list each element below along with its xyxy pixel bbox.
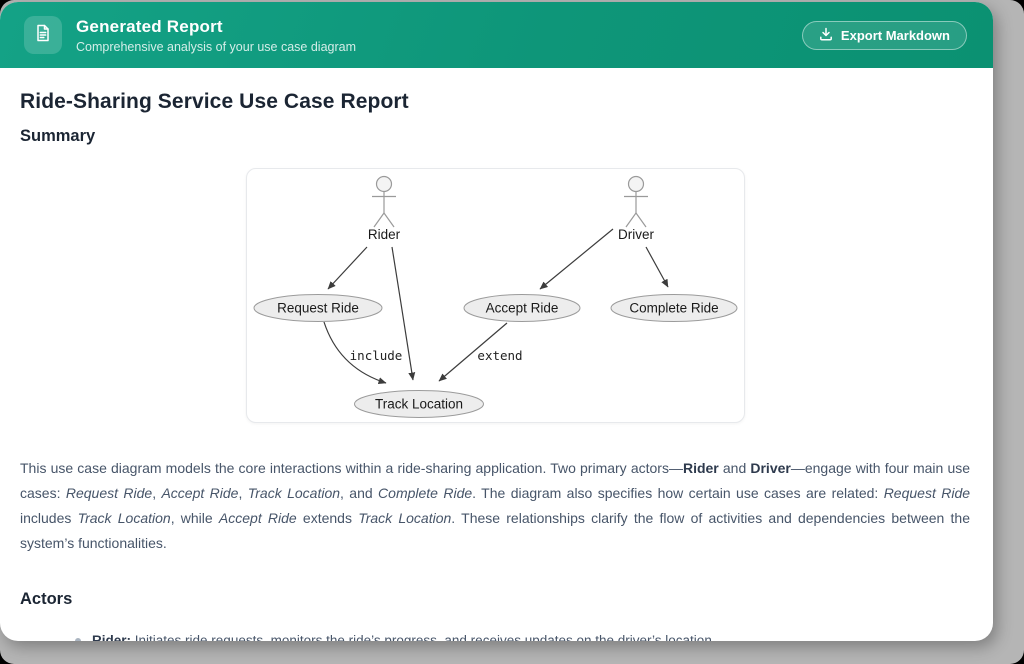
export-button-label: Export Markdown — [840, 27, 950, 43]
app-title: Generated Report — [76, 16, 223, 36]
actor-name: Rider: — [92, 633, 132, 641]
actor-rider-label: Rider — [367, 227, 400, 242]
usecase-request-ride: Request Ride — [253, 294, 382, 322]
include-edge-label: include — [349, 348, 402, 363]
summary-heading: Summary — [20, 127, 96, 145]
actor-rider — [371, 175, 396, 228]
usecase-complete-ride: Complete Ride — [610, 294, 737, 322]
svg-text:Accept Ride: Accept Ride — [485, 301, 558, 316]
report-header: Generated Report Comprehensive analysis … — [0, 2, 993, 68]
extend-edge-label: extend — [477, 348, 522, 363]
list-item-rider: Rider: Initiates ride requests, monitors… — [75, 631, 970, 641]
edge-driver-accept — [539, 228, 613, 290]
export-markdown-button[interactable]: Export Markdown — [801, 20, 967, 50]
actor-driver — [623, 175, 648, 228]
document-icon — [33, 23, 53, 48]
app-subtitle: Comprehensive analysis of your use case … — [76, 39, 356, 54]
report-window: Generated Report Comprehensive analysis … — [0, 2, 993, 641]
svg-text:Complete Ride: Complete Ride — [629, 301, 718, 316]
actor-driver-label: Driver — [618, 227, 655, 242]
report-content: Ride-Sharing Service Use Case Report Sum… — [0, 68, 993, 641]
edge-rider-request — [327, 246, 367, 290]
header-icon-badge — [24, 16, 62, 54]
header-text-block: Generated Report Comprehensive analysis … — [76, 17, 356, 54]
download-icon — [819, 27, 833, 44]
page-title: Ride-Sharing Service Use Case Report — [20, 90, 409, 113]
bullet-icon — [75, 638, 81, 641]
actor-description: Initiates ride requests, monitors the ri… — [131, 633, 716, 641]
actors-list: Rider: Initiates ride requests, monitors… — [20, 631, 970, 641]
usecase-track-location: Track Location — [353, 390, 484, 418]
svg-text:Request Ride: Request Ride — [277, 301, 359, 316]
actors-heading: Actors — [20, 590, 73, 608]
edge-accept-track-extend — [438, 322, 507, 382]
edge-request-track-include — [322, 321, 386, 385]
diagram-edges — [322, 228, 669, 385]
edge-driver-complete — [644, 246, 669, 288]
summary-paragraph: This use case diagram models the core in… — [20, 460, 971, 551]
use-case-diagram-panel: include extend Rider — [245, 168, 745, 428]
usecase-accept-ride: Accept Ride — [463, 294, 580, 322]
edge-rider-track — [390, 246, 415, 381]
svg-text:Track Location: Track Location — [374, 397, 462, 412]
use-case-diagram: include extend Rider — [245, 168, 745, 423]
